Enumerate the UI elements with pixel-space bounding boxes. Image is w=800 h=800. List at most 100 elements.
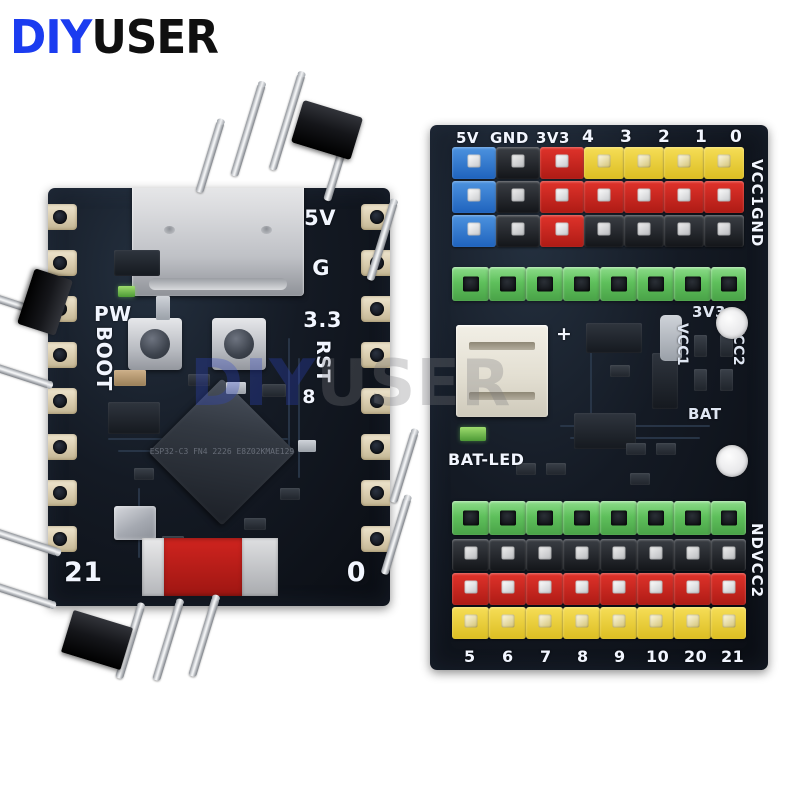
- terminal-block[interactable]: [496, 147, 540, 179]
- smd-resistor: [546, 463, 566, 475]
- terminal-block[interactable]: [600, 607, 637, 639]
- terminal-block[interactable]: [540, 181, 584, 213]
- smd-resistor: [630, 473, 650, 485]
- screw-terminal[interactable]: [600, 501, 637, 535]
- logo-text-diy: DIY: [10, 10, 92, 64]
- silk-top-label-3v3: 3V3: [536, 129, 570, 147]
- castellated-pad: [48, 250, 77, 276]
- silk-bottom-label-9: 9: [614, 647, 626, 666]
- screw-terminal[interactable]: [452, 501, 489, 535]
- terminal-block[interactable]: [489, 539, 526, 571]
- terminal-block[interactable]: [496, 215, 540, 247]
- pcb-antenna-module: [142, 538, 278, 596]
- brand-logo: DIYUSER: [10, 14, 219, 60]
- screw-terminal[interactable]: [489, 501, 526, 535]
- terminal-block[interactable]: [600, 539, 637, 571]
- terminal-block[interactable]: [452, 573, 489, 605]
- terminal-block[interactable]: [489, 573, 526, 605]
- screw-terminal[interactable]: [489, 267, 526, 301]
- terminal-block[interactable]: [452, 607, 489, 639]
- terminal-block[interactable]: [540, 147, 584, 179]
- screw-terminal[interactable]: [563, 267, 600, 301]
- smd-resistor: [280, 488, 300, 500]
- screw-terminal[interactable]: [526, 501, 563, 535]
- smd-resistor: [188, 374, 210, 386]
- castellated-pad: [361, 434, 390, 460]
- terminal-block[interactable]: [540, 215, 584, 247]
- smd-regulator: [114, 250, 160, 276]
- esp32-c3-development-board[interactable]: 5V G 3.3 RST 8 PW BOOT 21 0 ESP32-C3 FN4…: [48, 188, 390, 606]
- screw-terminal[interactable]: [452, 267, 489, 301]
- terminal-block[interactable]: [711, 573, 746, 605]
- terminal-block[interactable]: [674, 607, 711, 639]
- screw-terminal[interactable]: [563, 501, 600, 535]
- terminal-block[interactable]: [563, 539, 600, 571]
- terminal-block[interactable]: [624, 147, 664, 179]
- silk-label-3v3: 3.3: [303, 308, 342, 332]
- smd-resistor: [610, 365, 630, 377]
- terminal-block[interactable]: [600, 573, 637, 605]
- terminal-block[interactable]: [496, 181, 540, 213]
- screw-terminal[interactable]: [600, 267, 637, 301]
- terminal-block[interactable]: [624, 181, 664, 213]
- terminal-block[interactable]: [711, 539, 746, 571]
- terminal-block[interactable]: [526, 539, 563, 571]
- expansion-shield-board[interactable]: 5V GND 3V3 4 3 2 1 0 VCC1GND: [430, 125, 768, 670]
- screw-terminal[interactable]: [674, 267, 711, 301]
- terminal-block[interactable]: [563, 573, 600, 605]
- screw-terminal[interactable]: [711, 501, 746, 535]
- terminal-block[interactable]: [704, 147, 744, 179]
- smd-capacitor: [156, 296, 170, 320]
- header-pin: [152, 600, 184, 682]
- terminal-block[interactable]: [674, 573, 711, 605]
- smd-resistor: [720, 335, 733, 357]
- screw-terminal[interactable]: [526, 267, 563, 301]
- terminal-block[interactable]: [711, 607, 746, 639]
- antenna-solder-pad: [142, 538, 164, 596]
- screw-terminal[interactable]: [637, 501, 674, 535]
- esp32-c3-chip: ESP32-C3 FN4 2226 E8Z02KMAE129: [148, 378, 296, 526]
- terminal-block[interactable]: [704, 181, 744, 213]
- terminal-block[interactable]: [452, 147, 496, 179]
- terminal-block[interactable]: [674, 539, 711, 571]
- castellated-pad: [48, 342, 77, 368]
- terminal-block[interactable]: [584, 215, 624, 247]
- terminal-block[interactable]: [526, 607, 563, 639]
- terminal-block[interactable]: [489, 607, 526, 639]
- silk-label-5v: 5V: [304, 206, 336, 230]
- mounting-hole: [716, 445, 748, 477]
- silk-bottom-label-8: 8: [577, 647, 589, 666]
- jst-battery-connector[interactable]: [456, 325, 548, 417]
- header-pin: [389, 430, 419, 504]
- silk-bottom-label-7: 7: [540, 647, 552, 666]
- header-pin: [0, 577, 55, 609]
- terminal-block[interactable]: [664, 215, 704, 247]
- terminal-block[interactable]: [584, 181, 624, 213]
- terminal-block[interactable]: [563, 607, 600, 639]
- screw-terminal[interactable]: [711, 267, 746, 301]
- terminal-block[interactable]: [704, 215, 744, 247]
- terminal-block[interactable]: [637, 607, 674, 639]
- boot-button[interactable]: [128, 318, 182, 370]
- reset-button[interactable]: [212, 318, 266, 370]
- silk-top-label-gnd: GND: [490, 129, 529, 147]
- terminal-block[interactable]: [584, 147, 624, 179]
- usb-shield-dimple: [164, 226, 175, 234]
- terminal-block[interactable]: [452, 181, 496, 213]
- screw-terminal[interactable]: [637, 267, 674, 301]
- usb-c-connector[interactable]: [132, 188, 304, 296]
- terminal-block[interactable]: [664, 181, 704, 213]
- silk-top-label-3: 3: [620, 127, 633, 147]
- terminal-block[interactable]: [526, 573, 563, 605]
- terminal-block[interactable]: [637, 573, 674, 605]
- terminal-block[interactable]: [637, 539, 674, 571]
- terminal-block[interactable]: [624, 215, 664, 247]
- terminal-block[interactable]: [664, 147, 704, 179]
- smd-resistor: [134, 468, 154, 480]
- screw-terminal[interactable]: [674, 501, 711, 535]
- smd-ic: [652, 353, 678, 409]
- terminal-block[interactable]: [452, 215, 496, 247]
- terminal-block[interactable]: [452, 539, 489, 571]
- silk-label-g: G: [312, 256, 330, 280]
